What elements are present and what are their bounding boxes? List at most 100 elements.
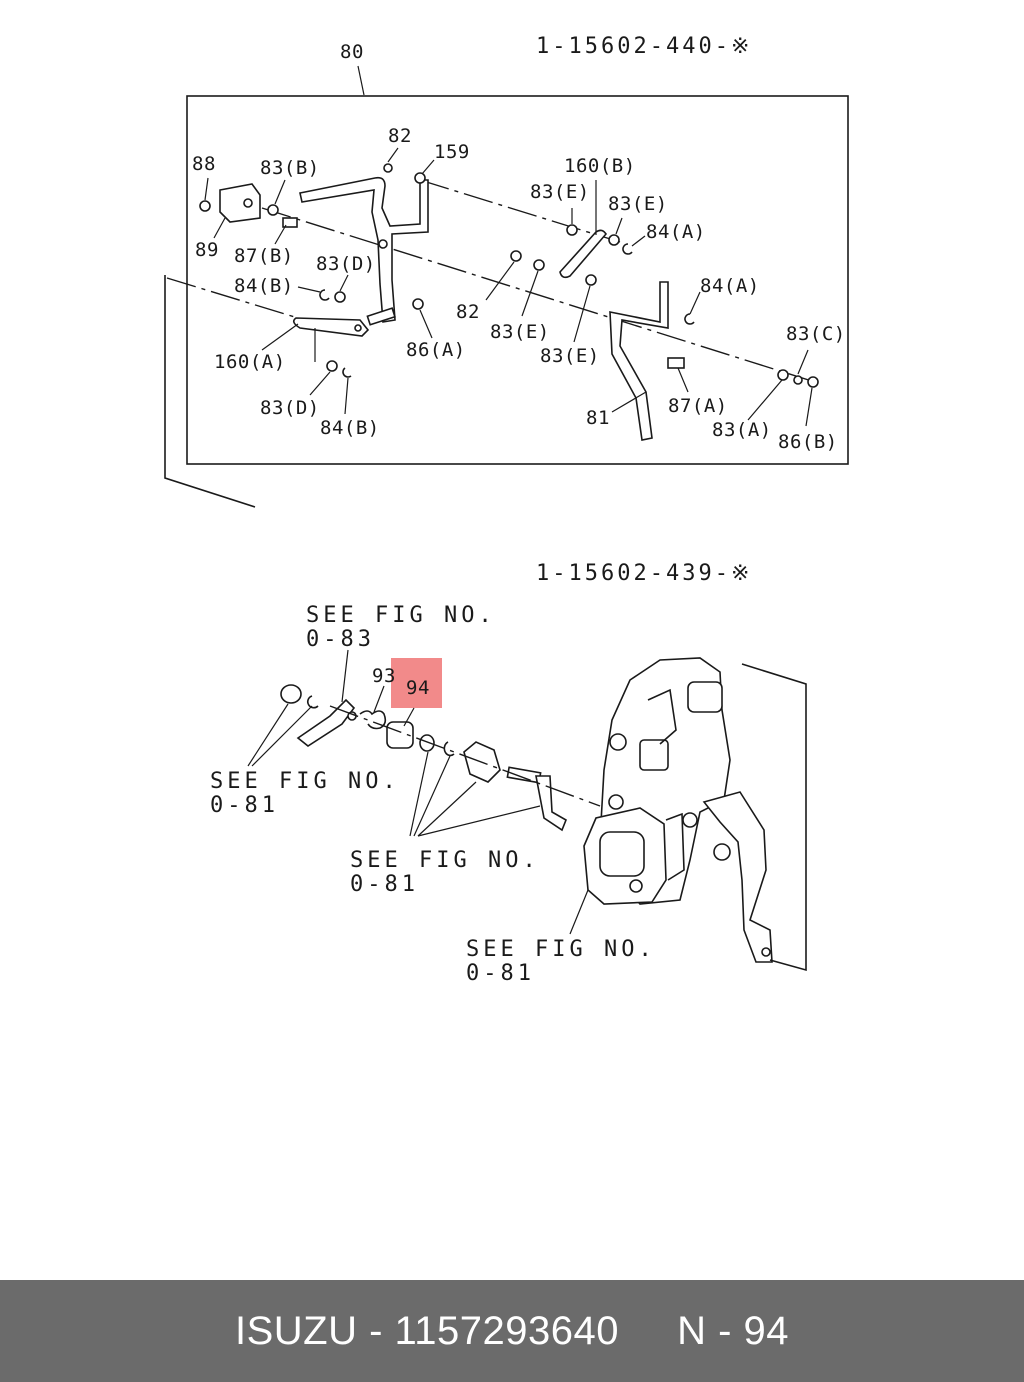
- callout-83d-b: 83(D): [260, 397, 320, 419]
- pump-bolt-a: [609, 733, 627, 751]
- washer-83a: [777, 369, 789, 381]
- nut-86b: [807, 376, 819, 388]
- leader-88: [204, 177, 209, 201]
- lower-axis-line: [329, 705, 601, 807]
- callout-84a-b: 84(A): [700, 275, 760, 297]
- clip-part: [306, 695, 319, 709]
- callout-87b: 87(B): [234, 245, 294, 267]
- nut-part: [280, 684, 302, 704]
- link-160a-hole: [354, 324, 362, 332]
- leader-93: [373, 685, 385, 713]
- leader-159: [421, 159, 435, 175]
- axis-line-main: [261, 207, 816, 383]
- lever-159: [299, 176, 429, 323]
- leader-86b: [805, 387, 813, 427]
- see-fig-081b-label: SEE FIG NO.: [350, 848, 540, 873]
- lower-assembly: 1-15602-439-※ SEE FIG NO. 0-83 SEE FIG N…: [210, 561, 807, 986]
- link-160b: [559, 229, 608, 279]
- callout-84b-a: 84(B): [234, 275, 294, 297]
- leader-87b: [274, 224, 287, 245]
- washer-83c: [793, 375, 803, 385]
- washer-83d-upper: [334, 291, 346, 303]
- callout-83e-d: 83(E): [540, 345, 600, 367]
- leader-081a-2: [251, 705, 313, 767]
- frame-label-leader: [357, 65, 365, 96]
- axis-line-upper: [419, 179, 621, 243]
- leader-160a: [261, 323, 299, 351]
- callout-86b: 86(B): [778, 431, 838, 453]
- leader-081b-2: [413, 755, 451, 837]
- callout-84a-a: 84(A): [646, 221, 706, 243]
- callout-83c: 83(C): [786, 323, 846, 345]
- lower-part-number: 1-15602-439-※: [536, 561, 752, 586]
- see-fig-083-ref: 0-83: [306, 627, 375, 652]
- callout-89: 89: [195, 239, 219, 261]
- nut-88: [199, 200, 211, 212]
- pump-bolt-c: [682, 812, 698, 828]
- clip-84b-lower: [342, 367, 352, 378]
- leader-83b: [274, 179, 286, 205]
- leader-86a: [419, 309, 433, 339]
- washer-83e-a: [566, 224, 578, 236]
- callout-83e-a: 83(E): [530, 181, 590, 203]
- clip-84a-a: [622, 243, 633, 255]
- highlight-box: [391, 658, 442, 708]
- leader-83e-d: [573, 285, 591, 343]
- leader-83e-b: [615, 217, 623, 235]
- see-fig-081a-label: SEE FIG NO.: [210, 769, 400, 794]
- frame-label-80: 80: [340, 41, 364, 63]
- lever-pivot: [414, 172, 426, 184]
- leader-89: [213, 217, 226, 239]
- leader-82a: [387, 147, 399, 163]
- assembly-frame: [186, 95, 849, 465]
- callout-83a: 83(A): [712, 419, 772, 441]
- callout-84b-b: 84(B): [320, 417, 380, 439]
- outer-bracket-line: [164, 275, 256, 508]
- clip-part-b: [443, 741, 455, 757]
- bolt-87a: [667, 357, 685, 369]
- leader-83a: [747, 379, 783, 421]
- leader-84a-b: [689, 291, 701, 315]
- washer-83b: [267, 204, 279, 216]
- see-fig-083-label: SEE FIG NO.: [306, 603, 496, 628]
- footer-bar: ISUZU - 1157293640 N - 94: [0, 1280, 1024, 1382]
- leader-081b-1: [409, 751, 429, 837]
- pump-bolt-d: [629, 879, 643, 893]
- leader-82b: [485, 261, 515, 301]
- washer-83e-c: [533, 259, 545, 271]
- pump-rib-b: [665, 812, 685, 881]
- callout-94-highlighted: 94: [406, 677, 430, 699]
- leader-081b-4: [417, 805, 541, 837]
- bolt-lower-left: [366, 307, 396, 326]
- lever-part-083: [296, 698, 356, 747]
- callout-82b: 82: [456, 301, 480, 323]
- bracket-89: [219, 183, 261, 223]
- shaft-part: [506, 766, 542, 784]
- clip-84b-upper: [319, 289, 330, 301]
- callout-82a: 82: [388, 125, 412, 147]
- see-fig-081c-label: SEE FIG NO.: [466, 937, 656, 962]
- pump-cap: [599, 831, 645, 877]
- leader-83d-b: [309, 371, 331, 396]
- leader-083: [341, 649, 349, 703]
- washer-83e-b: [608, 234, 620, 246]
- callout-159: 159: [434, 141, 470, 163]
- leader-84b-a: [297, 286, 321, 293]
- see-fig-081a-ref: 0-81: [210, 793, 279, 818]
- callout-88: 88: [192, 153, 216, 175]
- see-fig-081b-ref: 0-81: [350, 872, 419, 897]
- callout-83e-c: 83(E): [490, 321, 550, 343]
- pump-boss-top: [687, 681, 723, 713]
- leader-83d-a: [339, 274, 349, 292]
- leader-83c: [797, 349, 809, 375]
- lever-81: [609, 281, 669, 441]
- lever-hole: [378, 239, 388, 249]
- callout-93: 93: [372, 665, 396, 687]
- shaft-arm-part: [535, 775, 568, 832]
- callout-81: 81: [586, 407, 610, 429]
- upper-part-number: 1-15602-440-※: [536, 34, 752, 59]
- bracket-89-hole: [243, 198, 253, 208]
- spring-93: [359, 710, 387, 730]
- leader-94: [403, 707, 415, 727]
- bolt-82b: [510, 250, 522, 262]
